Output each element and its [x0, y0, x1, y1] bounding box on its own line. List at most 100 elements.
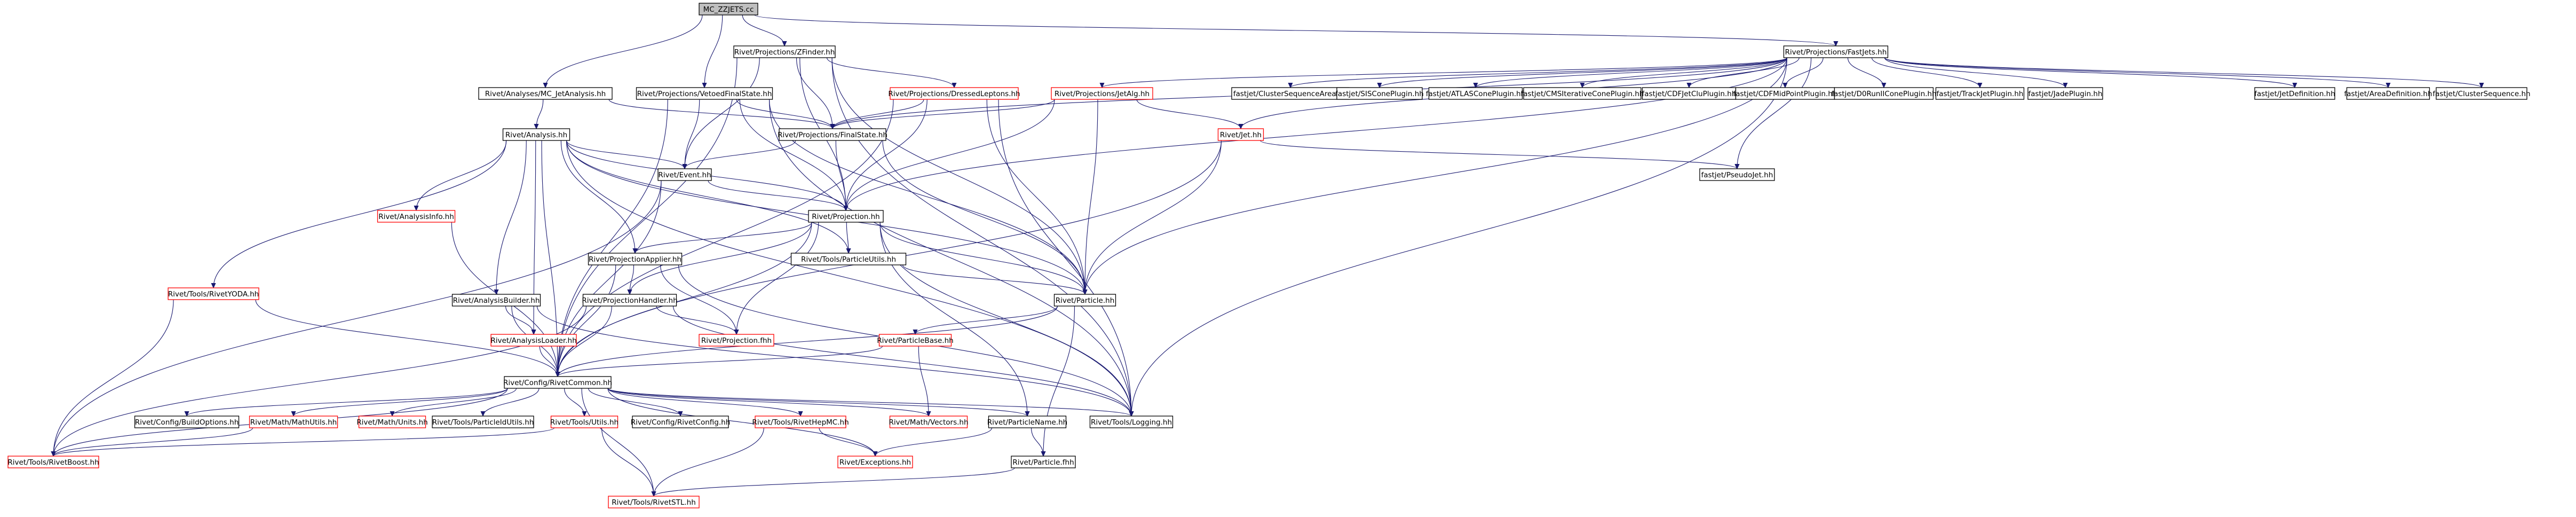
node-trackjet[interactable]: fastjet/TrackJetPlugin.hh — [1935, 87, 2025, 100]
node-csa[interactable]: fastjet/ClusterSequenceArea.hh — [1231, 87, 1350, 100]
node-buildoptions[interactable]: Rivet/Config/BuildOptions.hh — [134, 416, 240, 428]
node-box — [1217, 128, 1264, 141]
edge-analysis-to-analysisinfo — [416, 140, 507, 210]
node-rivetconfig[interactable]: Rivet/Config/RivetConfig.hh — [631, 416, 731, 428]
node-box — [432, 416, 534, 428]
edge-root-to-fastjets — [754, 14, 1836, 46]
node-rivetboost[interactable]: Rivet/Tools/RivetBoost.hh — [7, 456, 99, 468]
node-label: Rivet/AnalysisLoader.hh — [490, 336, 576, 345]
node-jade[interactable]: fastjet/JadePlugin.hh — [2027, 87, 2103, 100]
node-vetoed[interactable]: Rivet/Projections/VetoedFinalState.hh — [636, 87, 773, 100]
node-finalstate[interactable]: Rivet/Projections/FinalState.hh — [778, 128, 887, 141]
edge-analysis-to-projapplier — [560, 140, 635, 253]
edge-rivetcommon-to-logging — [607, 388, 1131, 416]
node-atlascone[interactable]: fastjet/ATLASConePlugin.hh — [1426, 87, 1526, 100]
node-fastjets[interactable]: Rivet/Projections/FastJets.hh — [1783, 45, 1889, 58]
node-label: fastjet/AreaDefinition.hh — [2344, 90, 2432, 98]
node-particleutils[interactable]: Rivet/Tools/ParticleUtils.hh — [790, 253, 907, 265]
node-box — [808, 210, 884, 223]
node-box — [790, 253, 907, 265]
node-label: Rivet/Tools/Utils.hh — [550, 418, 619, 427]
node-label: fastjet/D0RunIIConePlugin.hh — [1831, 90, 1936, 98]
node-mathutils[interactable]: Rivet/Math/MathUtils.hh — [249, 416, 338, 428]
node-units[interactable]: Rivet/Math/Units.hh — [356, 416, 428, 428]
node-label: Rivet/Config/RivetConfig.hh — [631, 418, 731, 427]
node-event[interactable]: Rivet/Event.hh — [657, 168, 712, 181]
edge-analysis-to-analysisbuilder — [496, 140, 527, 294]
node-particle[interactable]: Rivet/Particle.hh — [1053, 294, 1116, 307]
node-rivethepmc[interactable]: Rivet/Tools/RivetHepMC.hh — [752, 416, 849, 428]
edge-vetoed-to-event — [685, 99, 700, 169]
node-rivetyoda[interactable]: Rivet/Tools/RivetYODA.hh — [168, 287, 259, 300]
node-projectionfhh[interactable]: Rivet/Projection.fhh — [699, 334, 774, 347]
node-label: Rivet/Projection.hh — [812, 213, 879, 221]
node-label: Rivet/Particle.hh — [1056, 296, 1115, 305]
edge-rivetcommon-to-units — [392, 388, 517, 416]
edge-rivetcommon-to-particlename — [607, 388, 1027, 416]
node-utils[interactable]: Rivet/Tools/Utils.hh — [550, 416, 619, 428]
edge-fastjets-to-jetdef — [1884, 57, 2295, 88]
node-particlename[interactable]: Rivet/ParticleName.hh — [987, 416, 1067, 428]
node-analysisloader[interactable]: Rivet/AnalysisLoader.hh — [490, 334, 577, 347]
edge-mcjet-to-analysis — [536, 99, 544, 129]
node-label: Rivet/Projections/ZFinder.hh — [734, 48, 835, 57]
edge-projection-to-projapplier — [635, 222, 812, 253]
node-d0run[interactable]: fastjet/D0RunIIConePlugin.hh — [1831, 87, 1937, 100]
node-projapplier[interactable]: Rivet/ProjectionApplier.hh — [588, 253, 683, 265]
node-label: Rivet/Tools/RivetBoost.hh — [7, 458, 99, 467]
node-label: fastjet/JadePlugin.hh — [2028, 90, 2102, 98]
node-particleidutils[interactable]: Rivet/Tools/ParticleIdUtils.hh — [432, 416, 534, 428]
node-jetdef[interactable]: fastjet/JetDefinition.hh — [2254, 87, 2335, 100]
node-analysisbuilder[interactable]: Rivet/AnalysisBuilder.hh — [451, 294, 541, 307]
node-projection[interactable]: Rivet/Projection.hh — [808, 210, 884, 223]
node-analysisinfo[interactable]: Rivet/AnalysisInfo.hh — [377, 210, 456, 223]
node-box — [504, 376, 612, 389]
node-particlebase[interactable]: Rivet/ParticleBase.hh — [877, 334, 954, 347]
edge-jetalg-to-projection — [846, 99, 1055, 210]
edge-analysisbuilder-to-logging — [536, 306, 1132, 416]
node-exceptions[interactable]: Rivet/Exceptions.hh — [837, 456, 913, 468]
node-areadef[interactable]: fastjet/AreaDefinition.hh — [2344, 87, 2432, 100]
node-box — [1523, 87, 1642, 100]
node-vectors[interactable]: Rivet/Math/Vectors.hh — [889, 416, 969, 428]
node-pseudojet[interactable]: fastjet/PseudoJet.hh — [1699, 168, 1775, 181]
edge-projapplier-to-projhandler — [630, 264, 635, 294]
node-zfinder[interactable]: Rivet/Projections/ZFinder.hh — [733, 45, 836, 58]
node-siscone[interactable]: fastjet/SISConePlugin.hh — [1335, 87, 1424, 100]
node-box — [608, 496, 700, 508]
node-cmsiter[interactable]: fastjet/CMSIterativeConePlugin.hh — [1521, 87, 1644, 100]
node-rivetcommon[interactable]: Rivet/Config/RivetCommon.hh — [503, 376, 612, 389]
node-mcjet[interactable]: Rivet/Analyses/MC_JetAnalysis.hh — [478, 87, 613, 100]
node-dressed[interactable]: Rivet/Projections/DressedLeptons.hh — [888, 87, 1020, 100]
node-clusterseq[interactable]: fastjet/ClusterSequence.hh — [2432, 87, 2531, 100]
node-label: Rivet/Math/Units.hh — [356, 418, 428, 427]
node-label: Rivet/Analysis.hh — [505, 131, 567, 139]
edge-projection-to-particle — [879, 222, 1085, 294]
edge-utils-to-rivetboost — [53, 427, 555, 456]
node-label: Rivet/Event.hh — [658, 171, 711, 179]
node-cdfjetclu[interactable]: fastjet/CDFJetCluPlugin.hh — [1642, 87, 1737, 100]
node-label: Rivet/Tools/RivetYODA.hh — [168, 290, 259, 299]
node-jetalg[interactable]: Rivet/Projections/JetAlg.hh — [1051, 87, 1153, 100]
node-box — [733, 45, 836, 58]
node-analysis[interactable]: Rivet/Analysis.hh — [502, 128, 570, 141]
node-rivetstl[interactable]: Rivet/Tools/RivetSTL.hh — [608, 496, 700, 508]
node-label: Rivet/Analyses/MC_JetAnalysis.hh — [485, 90, 606, 98]
edge-rivetcommon-to-exceptions — [607, 388, 875, 456]
edge-fastjets-to-siscone — [1380, 57, 1788, 88]
node-label: Rivet/Math/MathUtils.hh — [250, 418, 337, 427]
edge-fastjets-to-particle — [1085, 57, 1788, 294]
node-box — [1011, 456, 1076, 468]
node-box — [889, 416, 968, 428]
node-jet[interactable]: Rivet/Jet.hh — [1217, 128, 1264, 141]
node-box — [377, 210, 456, 223]
node-projhandler[interactable]: Rivet/ProjectionHandler.hh — [582, 294, 678, 307]
node-root[interactable]: MC_ZZJETS.cc — [699, 3, 758, 15]
node-particlefhh[interactable]: Rivet/Particle.fhh — [1011, 456, 1076, 468]
node-box — [1053, 294, 1116, 307]
node-cdfmid[interactable]: fastjet/CDFMidPointPlugin.hh — [1733, 87, 1837, 100]
node-box — [249, 416, 338, 428]
node-box — [490, 334, 577, 347]
node-logging[interactable]: Rivet/Tools/Logging.hh — [1089, 416, 1174, 428]
edge-analysis-to-logging — [566, 140, 1132, 416]
